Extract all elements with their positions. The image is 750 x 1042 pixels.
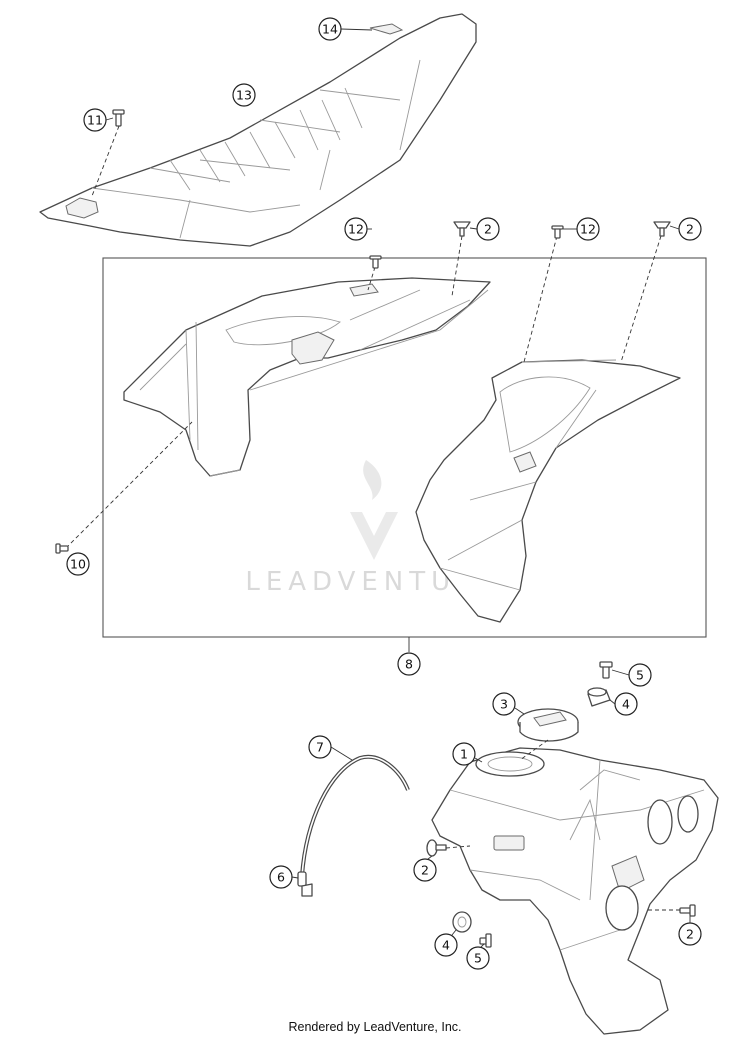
fuel-tank <box>431 747 719 1035</box>
callout-13: 13 <box>232 83 256 107</box>
spoiler-group-frame <box>102 257 707 638</box>
screw <box>55 543 69 554</box>
clip <box>653 221 671 237</box>
svg-text:5: 5 <box>474 951 482 966</box>
svg-text:5: 5 <box>636 668 644 683</box>
callout-11: 11 <box>83 108 107 132</box>
svg-text:10: 10 <box>70 557 86 572</box>
callout-2: 2 <box>413 858 437 882</box>
callout-6: 6 <box>269 865 293 889</box>
svg-text:11: 11 <box>87 113 103 128</box>
tank-cap <box>517 708 579 742</box>
check-valve <box>297 871 313 897</box>
callout-1: 1 <box>452 742 476 766</box>
svg-text:13: 13 <box>236 88 252 103</box>
svg-text:12: 12 <box>348 222 364 237</box>
screw <box>679 904 696 917</box>
callout-12: 12 <box>576 217 600 241</box>
svg-text:4: 4 <box>442 938 450 953</box>
callout-2: 2 <box>476 217 500 241</box>
svg-text:2: 2 <box>686 927 694 942</box>
svg-text:8: 8 <box>405 657 413 672</box>
svg-text:14: 14 <box>322 22 338 37</box>
callout-4: 4 <box>434 933 458 957</box>
svg-text:2: 2 <box>686 222 694 237</box>
svg-text:6: 6 <box>277 870 285 885</box>
callout-4: 4 <box>614 692 638 716</box>
callout-3: 3 <box>492 692 516 716</box>
svg-text:3: 3 <box>500 697 508 712</box>
screw <box>369 255 382 269</box>
svg-text:4: 4 <box>622 697 630 712</box>
right-spoiler <box>415 359 681 623</box>
svg-text:2: 2 <box>421 863 429 878</box>
left-spoiler <box>123 277 491 477</box>
breather-hose <box>300 754 410 877</box>
callout-14: 14 <box>318 17 342 41</box>
callout-7: 7 <box>308 735 332 759</box>
callout-8: 8 <box>397 652 421 676</box>
callout-12: 12 <box>344 217 368 241</box>
rubber-bushing <box>587 687 611 707</box>
clip <box>453 221 471 237</box>
watermark-logo <box>350 460 398 560</box>
screw <box>112 109 125 127</box>
callout-5: 5 <box>628 663 652 687</box>
screw <box>551 225 564 239</box>
rubber-bushing <box>452 911 472 933</box>
screw <box>599 661 613 679</box>
svg-text:1: 1 <box>460 747 468 762</box>
svg-text:12: 12 <box>580 222 596 237</box>
clip <box>426 839 447 857</box>
callout-2: 2 <box>678 922 702 946</box>
callout-5: 5 <box>466 946 490 970</box>
callout-10: 10 <box>66 552 90 576</box>
seat <box>39 13 477 247</box>
callout-2: 2 <box>678 217 702 241</box>
svg-text:2: 2 <box>484 222 492 237</box>
screw <box>479 933 492 948</box>
footer-credit: Rendered by LeadVenture, Inc. <box>288 1020 462 1034</box>
svg-text:7: 7 <box>316 740 324 755</box>
